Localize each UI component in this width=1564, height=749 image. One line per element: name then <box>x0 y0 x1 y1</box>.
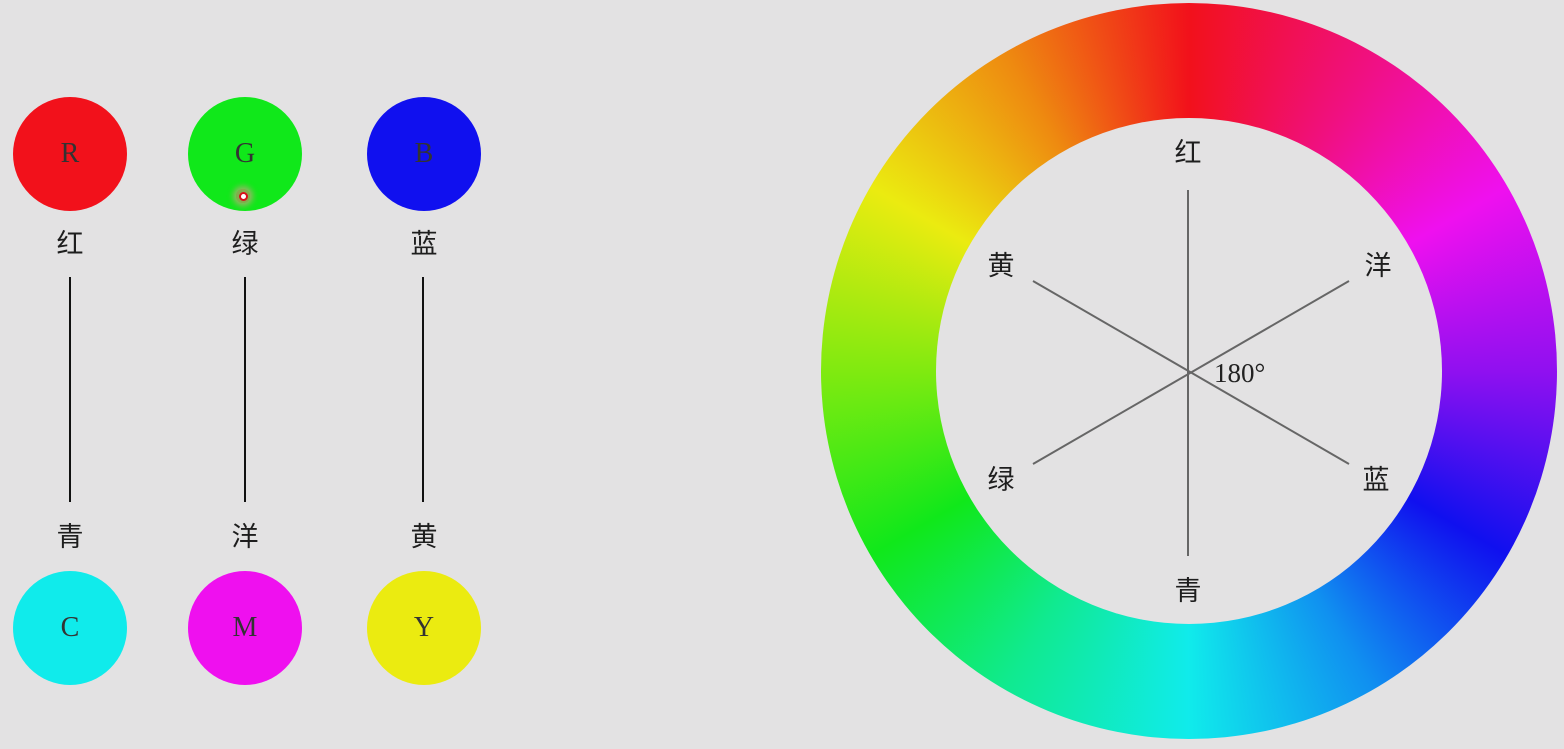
circle-m-letter: M <box>232 612 258 643</box>
circle-r: R <box>13 97 127 211</box>
label-red: 红 <box>56 229 84 260</box>
circle-m: M <box>188 571 302 685</box>
connector-r-c <box>69 277 71 502</box>
wheel-label-yellow: 黄 <box>987 251 1015 282</box>
wheel-label-blue: 蓝 <box>1362 465 1390 496</box>
connector-g-m <box>244 277 246 502</box>
label-blue: 蓝 <box>410 229 438 260</box>
circle-r-letter: R <box>60 138 80 169</box>
circle-y: Y <box>367 571 481 685</box>
wheel-label-cyan: 青 <box>1174 576 1202 607</box>
connector-b-y <box>422 277 424 502</box>
axis-yellow-blue <box>1032 280 1350 465</box>
label-cyan: 青 <box>56 522 84 553</box>
circle-c-letter: C <box>60 612 80 643</box>
wheel-label-magenta: 洋 <box>1364 251 1392 282</box>
angle-label: 180° <box>1214 358 1266 388</box>
wheel-label-green: 绿 <box>987 465 1015 496</box>
label-green: 绿 <box>231 229 259 260</box>
label-magenta: 洋 <box>231 522 259 553</box>
circle-g-letter: G <box>234 138 256 169</box>
cursor-pointer-icon <box>236 189 250 203</box>
wheel-label-red: 红 <box>1174 138 1202 169</box>
circle-b-letter: B <box>414 138 434 169</box>
circle-b: B <box>367 97 481 211</box>
circle-c: C <box>13 571 127 685</box>
circle-y-letter: Y <box>413 612 435 643</box>
label-yellow: 黄 <box>410 522 438 553</box>
